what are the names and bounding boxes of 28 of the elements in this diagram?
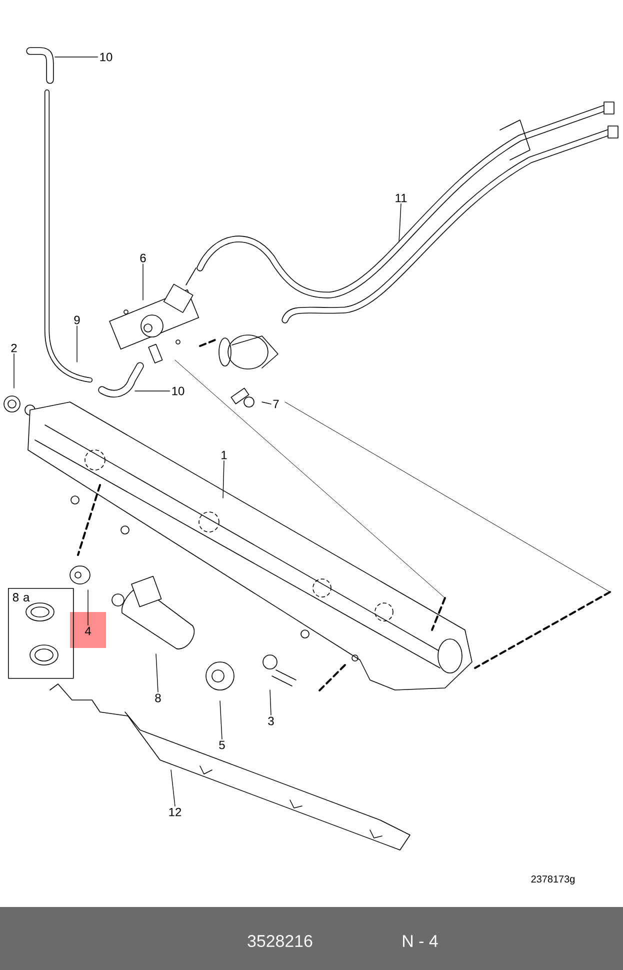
callout-number: 9 — [74, 316, 80, 324]
leader-line — [398, 203, 402, 242]
leader-line — [54, 56, 98, 58]
leader-line — [262, 402, 272, 404]
leader-line — [222, 460, 224, 498]
leader-line — [270, 690, 272, 716]
callout-number: 10 — [100, 52, 112, 62]
page-code: N - 4 — [403, 935, 438, 947]
leader-line — [156, 654, 158, 692]
callout-number: 4 — [84, 626, 91, 636]
leader-line — [76, 326, 78, 362]
callout-number: 7 — [273, 400, 279, 408]
part-number: 3528216 — [248, 935, 312, 947]
callout-number: 1 — [222, 450, 227, 460]
callout-number: 3 — [268, 716, 274, 726]
leader-line — [142, 264, 144, 300]
leader-line — [170, 770, 176, 806]
callout-number: 10 — [172, 386, 184, 396]
callout-number: 12 — [169, 808, 182, 816]
illustration-number: 2378173g — [531, 876, 575, 884]
leader-line — [220, 700, 222, 740]
callout-number: 5 — [219, 740, 225, 750]
parts-kit-box: 8 a — [8, 588, 74, 679]
callout-number: 11 — [396, 194, 407, 202]
callout-number: 2 — [11, 344, 17, 352]
leader-line — [134, 390, 170, 392]
callout-number: 8 — [155, 694, 161, 702]
callout-number: 6 — [140, 254, 146, 262]
